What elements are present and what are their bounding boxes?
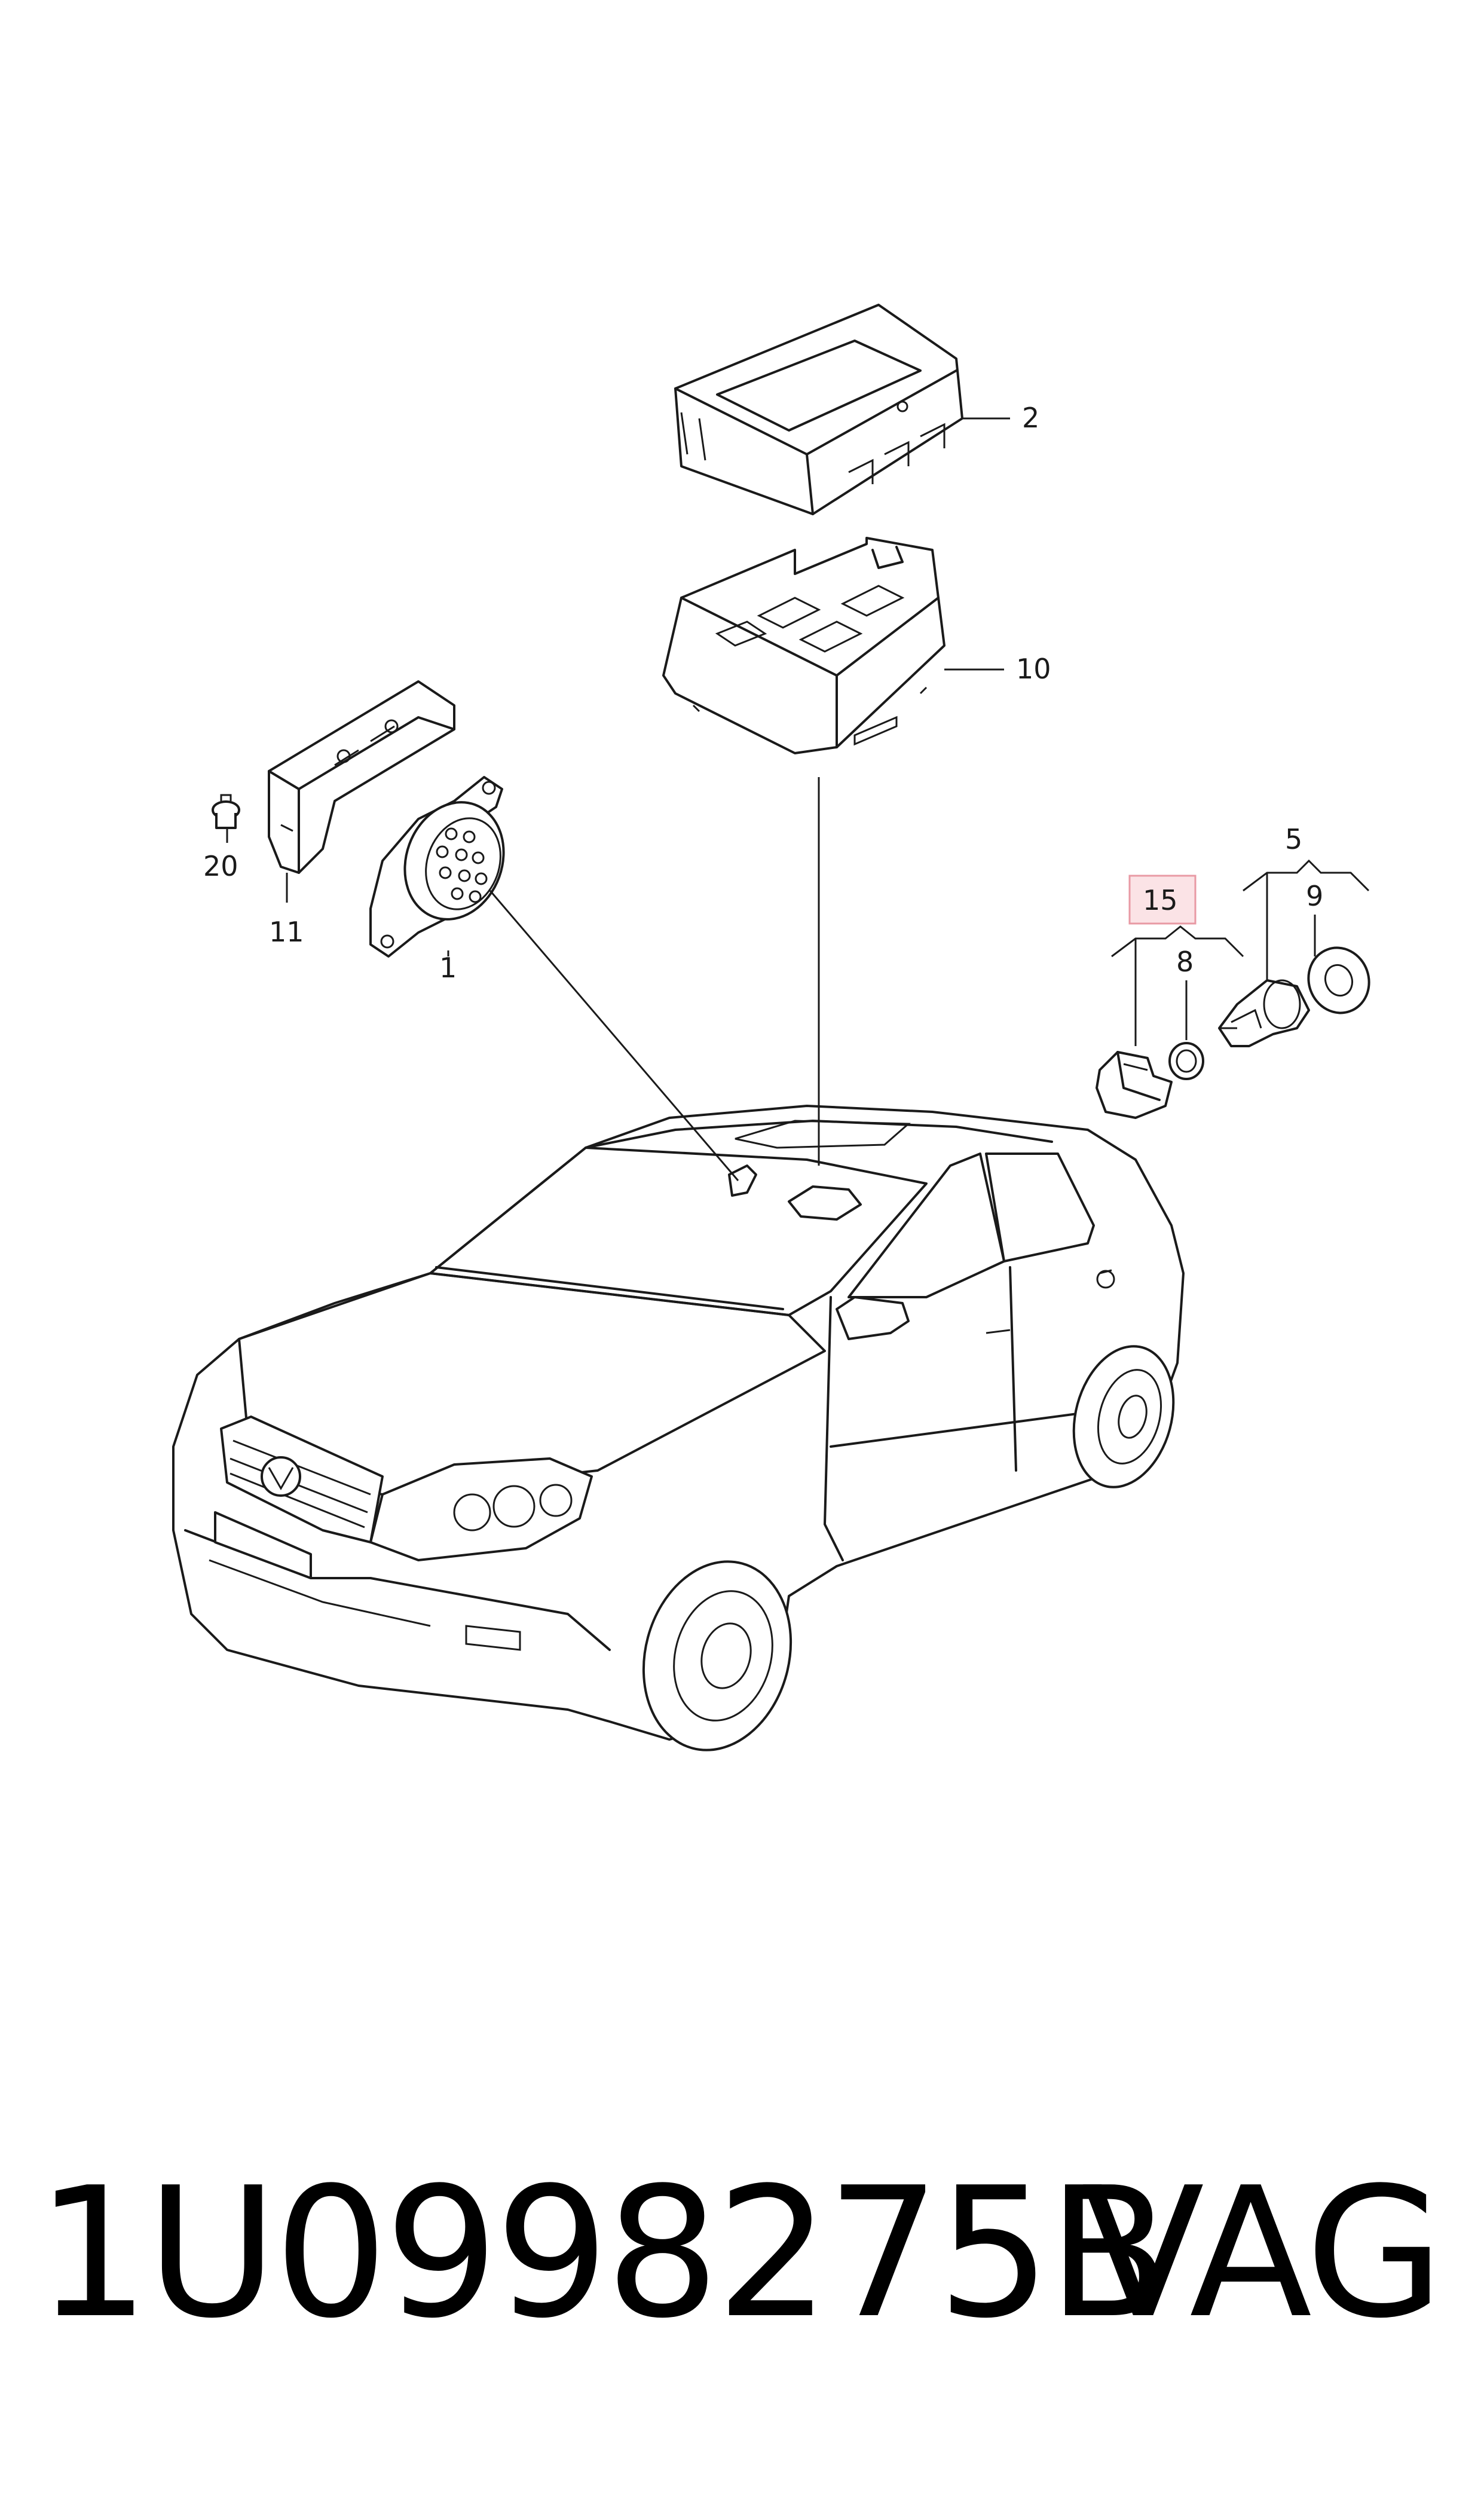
callout-11: 11 (269, 916, 304, 948)
sensor-module (1096, 1051, 1173, 1119)
mounting-plate (268, 680, 455, 874)
callout-2: 2 (1022, 402, 1039, 434)
callout-15: 15 (1143, 884, 1178, 916)
control-unit (674, 304, 963, 515)
highlight-box (1128, 875, 1197, 925)
seal-ring (1168, 1042, 1204, 1080)
callout-10: 10 (1016, 653, 1051, 685)
buzzer-location-marker (728, 1164, 757, 1197)
callout-20: 20 (203, 850, 238, 882)
callout-1: 1 (439, 952, 457, 984)
part-number-label: 1U0998275B (36, 2149, 1170, 2358)
leader-lines (226, 417, 1370, 1181)
callout-8: 8 (1176, 946, 1194, 978)
sensor-holder (1218, 979, 1310, 1047)
control-unit-location-marker (788, 1185, 862, 1221)
car-illustration (172, 1105, 1185, 1751)
callout-9: 9 (1306, 880, 1323, 912)
warning-buzzer (369, 776, 505, 958)
washer (1307, 946, 1370, 1014)
clip-fastener (212, 794, 240, 829)
mounting-bracket (662, 537, 946, 754)
brand-label: VAG (1082, 2149, 1444, 2358)
callout-5: 5 (1285, 823, 1302, 855)
